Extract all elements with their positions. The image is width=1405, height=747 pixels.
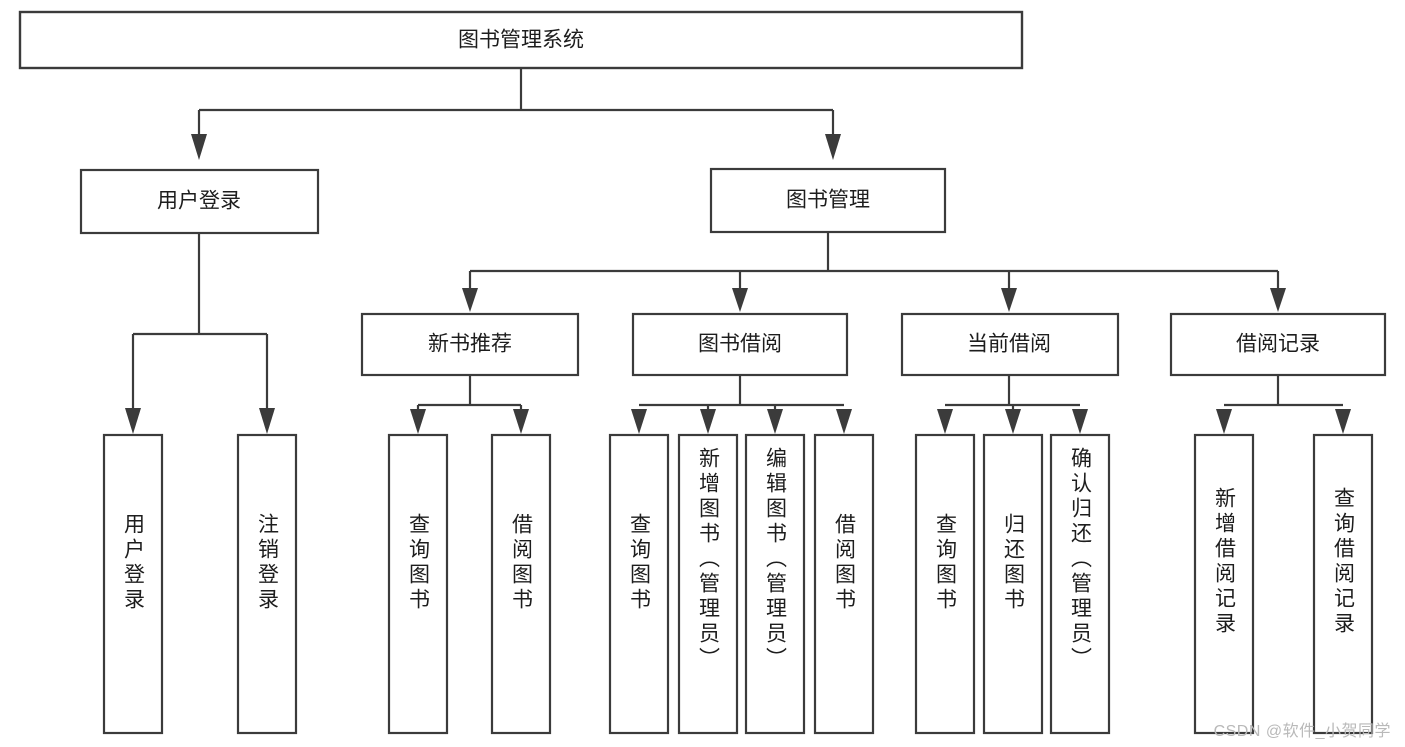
node-book-borrow[interactable]: 图书借阅 bbox=[631, 312, 849, 377]
connector-group-book-borrow bbox=[631, 375, 852, 434]
leaf-logout[interactable]: 注销登录 bbox=[236, 433, 298, 735]
connector-group-borrow-record bbox=[1216, 375, 1351, 434]
arrow-borrow-l4 bbox=[836, 409, 852, 434]
arrow-user-login-l1 bbox=[125, 408, 141, 434]
leaf-query-record[interactable]: 查询借阅记录 bbox=[1312, 433, 1374, 735]
arrow-current-l1 bbox=[937, 409, 953, 434]
arrow-root-to-user-login bbox=[191, 134, 207, 160]
leaf-query-record-label: 查询借阅记录 bbox=[1332, 487, 1356, 637]
leaf-logout-box[interactable] bbox=[236, 433, 298, 735]
arrow-bm-to-recommend bbox=[462, 288, 478, 312]
arrow-recommend-l2 bbox=[513, 409, 529, 434]
node-root-label: 图书管理系统 bbox=[458, 29, 584, 52]
leaf-add-book-box[interactable] bbox=[677, 433, 739, 735]
arrow-borrow-l2 bbox=[700, 409, 716, 434]
leaf-borrow-book-2-label: 借阅图书 bbox=[833, 513, 857, 613]
connector-group-user-login bbox=[125, 233, 275, 434]
node-book-manage-box[interactable] bbox=[709, 167, 947, 234]
node-borrow-record-box[interactable] bbox=[1169, 312, 1387, 377]
connector-group-root bbox=[191, 68, 841, 160]
arrow-record-l1 bbox=[1216, 409, 1232, 434]
leaf-query-book-3-label: 查询图书 bbox=[934, 513, 958, 613]
arrow-user-login-l2 bbox=[259, 408, 275, 434]
leaf-user-login-label: 用户登录 bbox=[122, 513, 146, 613]
arrow-borrow-l1 bbox=[631, 409, 647, 434]
connector-group-new-book-recommend bbox=[410, 375, 529, 434]
node-borrow-record[interactable]: 借阅记录 bbox=[1169, 312, 1387, 377]
leaf-add-record-box[interactable] bbox=[1193, 433, 1255, 735]
leaf-add-book-label: 新增图书（管理员） bbox=[697, 447, 721, 672]
node-borrow-record-label: 借阅记录 bbox=[1236, 333, 1320, 356]
leaf-borrow-book-1-label: 借阅图书 bbox=[510, 513, 534, 613]
leaf-query-book-2-box[interactable] bbox=[608, 433, 670, 735]
leaf-add-record-label: 新增借阅记录 bbox=[1213, 487, 1237, 637]
leaf-borrow-book-1[interactable]: 借阅图书 bbox=[490, 433, 552, 735]
leaf-query-book-1-box[interactable] bbox=[387, 433, 449, 735]
node-current-borrow-label: 当前借阅 bbox=[967, 333, 1051, 356]
node-current-borrow-box[interactable] bbox=[900, 312, 1120, 377]
node-new-book-recommend[interactable]: 新书推荐 bbox=[360, 312, 580, 377]
leaf-confirm-return-label: 确认归还（管理员） bbox=[1069, 447, 1093, 672]
node-current-borrow[interactable]: 当前借阅 bbox=[900, 312, 1120, 377]
leaf-return-book-box[interactable] bbox=[982, 433, 1044, 735]
leaf-borrow-book-2[interactable]: 借阅图书 bbox=[813, 433, 875, 735]
arrow-current-l2 bbox=[1005, 409, 1021, 434]
arrow-borrow-l3 bbox=[767, 409, 783, 434]
leaf-user-login-box[interactable] bbox=[102, 433, 164, 735]
arrow-bm-to-current bbox=[1001, 288, 1017, 312]
node-book-borrow-box[interactable] bbox=[631, 312, 849, 377]
arrow-record-l2 bbox=[1335, 409, 1351, 434]
leaf-query-book-2[interactable]: 查询图书 bbox=[608, 433, 670, 735]
connector-group-current-borrow bbox=[937, 375, 1088, 434]
node-root[interactable]: 图书管理系统 bbox=[18, 10, 1024, 70]
leaf-borrow-book-1-box[interactable] bbox=[490, 433, 552, 735]
node-new-book-recommend-box[interactable] bbox=[360, 312, 580, 377]
node-user-login[interactable]: 用户登录 bbox=[79, 168, 320, 235]
leaf-return-book-label: 归还图书 bbox=[1002, 513, 1026, 613]
leaf-query-book-3-box[interactable] bbox=[914, 433, 976, 735]
node-root-box[interactable] bbox=[18, 10, 1024, 70]
node-book-borrow-label: 图书借阅 bbox=[698, 333, 782, 356]
node-book-manage-label: 图书管理 bbox=[786, 189, 870, 212]
node-user-login-label: 用户登录 bbox=[157, 190, 241, 213]
leaf-confirm-return[interactable]: 确认归还（管理员） bbox=[1049, 433, 1111, 735]
leaf-query-book-2-label: 查询图书 bbox=[628, 513, 652, 613]
leaf-query-book-3[interactable]: 查询图书 bbox=[914, 433, 976, 735]
leaf-edit-book[interactable]: 编辑图书（管理员） bbox=[744, 433, 806, 735]
arrow-recommend-l1 bbox=[410, 409, 426, 434]
leaf-user-login[interactable]: 用户登录 bbox=[102, 433, 164, 735]
leaf-add-record[interactable]: 新增借阅记录 bbox=[1193, 433, 1255, 735]
node-user-login-box[interactable] bbox=[79, 168, 320, 235]
node-new-book-recommend-label: 新书推荐 bbox=[428, 333, 512, 356]
leaf-edit-book-label: 编辑图书（管理员） bbox=[764, 447, 788, 672]
leaf-query-book-1[interactable]: 查询图书 bbox=[387, 433, 449, 735]
leaf-borrow-book-2-box[interactable] bbox=[813, 433, 875, 735]
arrow-current-l3 bbox=[1072, 409, 1088, 434]
node-book-manage[interactable]: 图书管理 bbox=[709, 167, 947, 234]
leaf-confirm-return-box[interactable] bbox=[1049, 433, 1111, 735]
leaf-query-record-box[interactable] bbox=[1312, 433, 1374, 735]
leaf-edit-book-box[interactable] bbox=[744, 433, 806, 735]
leaf-query-book-1-label: 查询图书 bbox=[407, 513, 431, 613]
leaf-logout-label: 注销登录 bbox=[256, 513, 280, 613]
leaf-return-book[interactable]: 归还图书 bbox=[982, 433, 1044, 735]
arrow-bm-to-borrow bbox=[732, 288, 748, 312]
leaf-add-book[interactable]: 新增图书（管理员） bbox=[677, 433, 739, 735]
arrow-root-to-book-manage bbox=[825, 134, 841, 160]
connector-group-book-manage bbox=[462, 232, 1286, 312]
arrow-bm-to-record bbox=[1270, 288, 1286, 312]
